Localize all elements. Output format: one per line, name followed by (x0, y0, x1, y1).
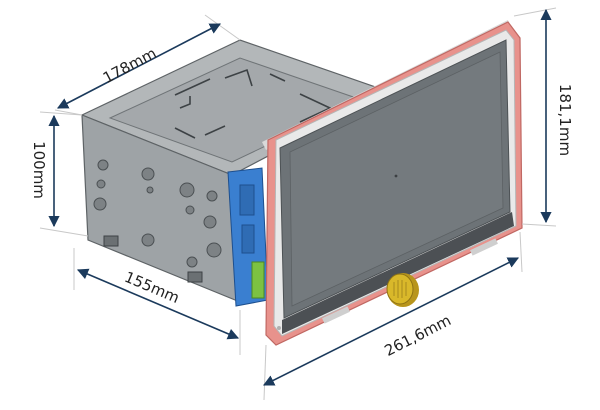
dim-line-screen-width (262, 257, 520, 386)
screen-corner-indicator (277, 326, 281, 330)
dim-label-screen-height: 181,1mm (556, 84, 574, 156)
dim-label-height-body: 100mm (30, 141, 48, 199)
screen-button-right (470, 238, 498, 256)
dim-line-depth-bottom (76, 268, 240, 340)
chassis-mounting-holes (93, 159, 222, 268)
dim-label-depth-top: 178mm (100, 44, 160, 87)
screen-center-dot (394, 174, 398, 178)
bracket-slot-2 (241, 224, 255, 254)
screen-display (289, 51, 504, 307)
chassis-port-2 (187, 271, 203, 283)
bracket-slot (239, 184, 255, 216)
volume-knob (386, 273, 419, 307)
chassis (80, 39, 392, 303)
chassis-port (103, 235, 119, 247)
green-connector (251, 261, 265, 299)
dim-line-depth-top (57, 23, 221, 109)
dim-label-screen-width: 261,6mm (381, 311, 453, 360)
